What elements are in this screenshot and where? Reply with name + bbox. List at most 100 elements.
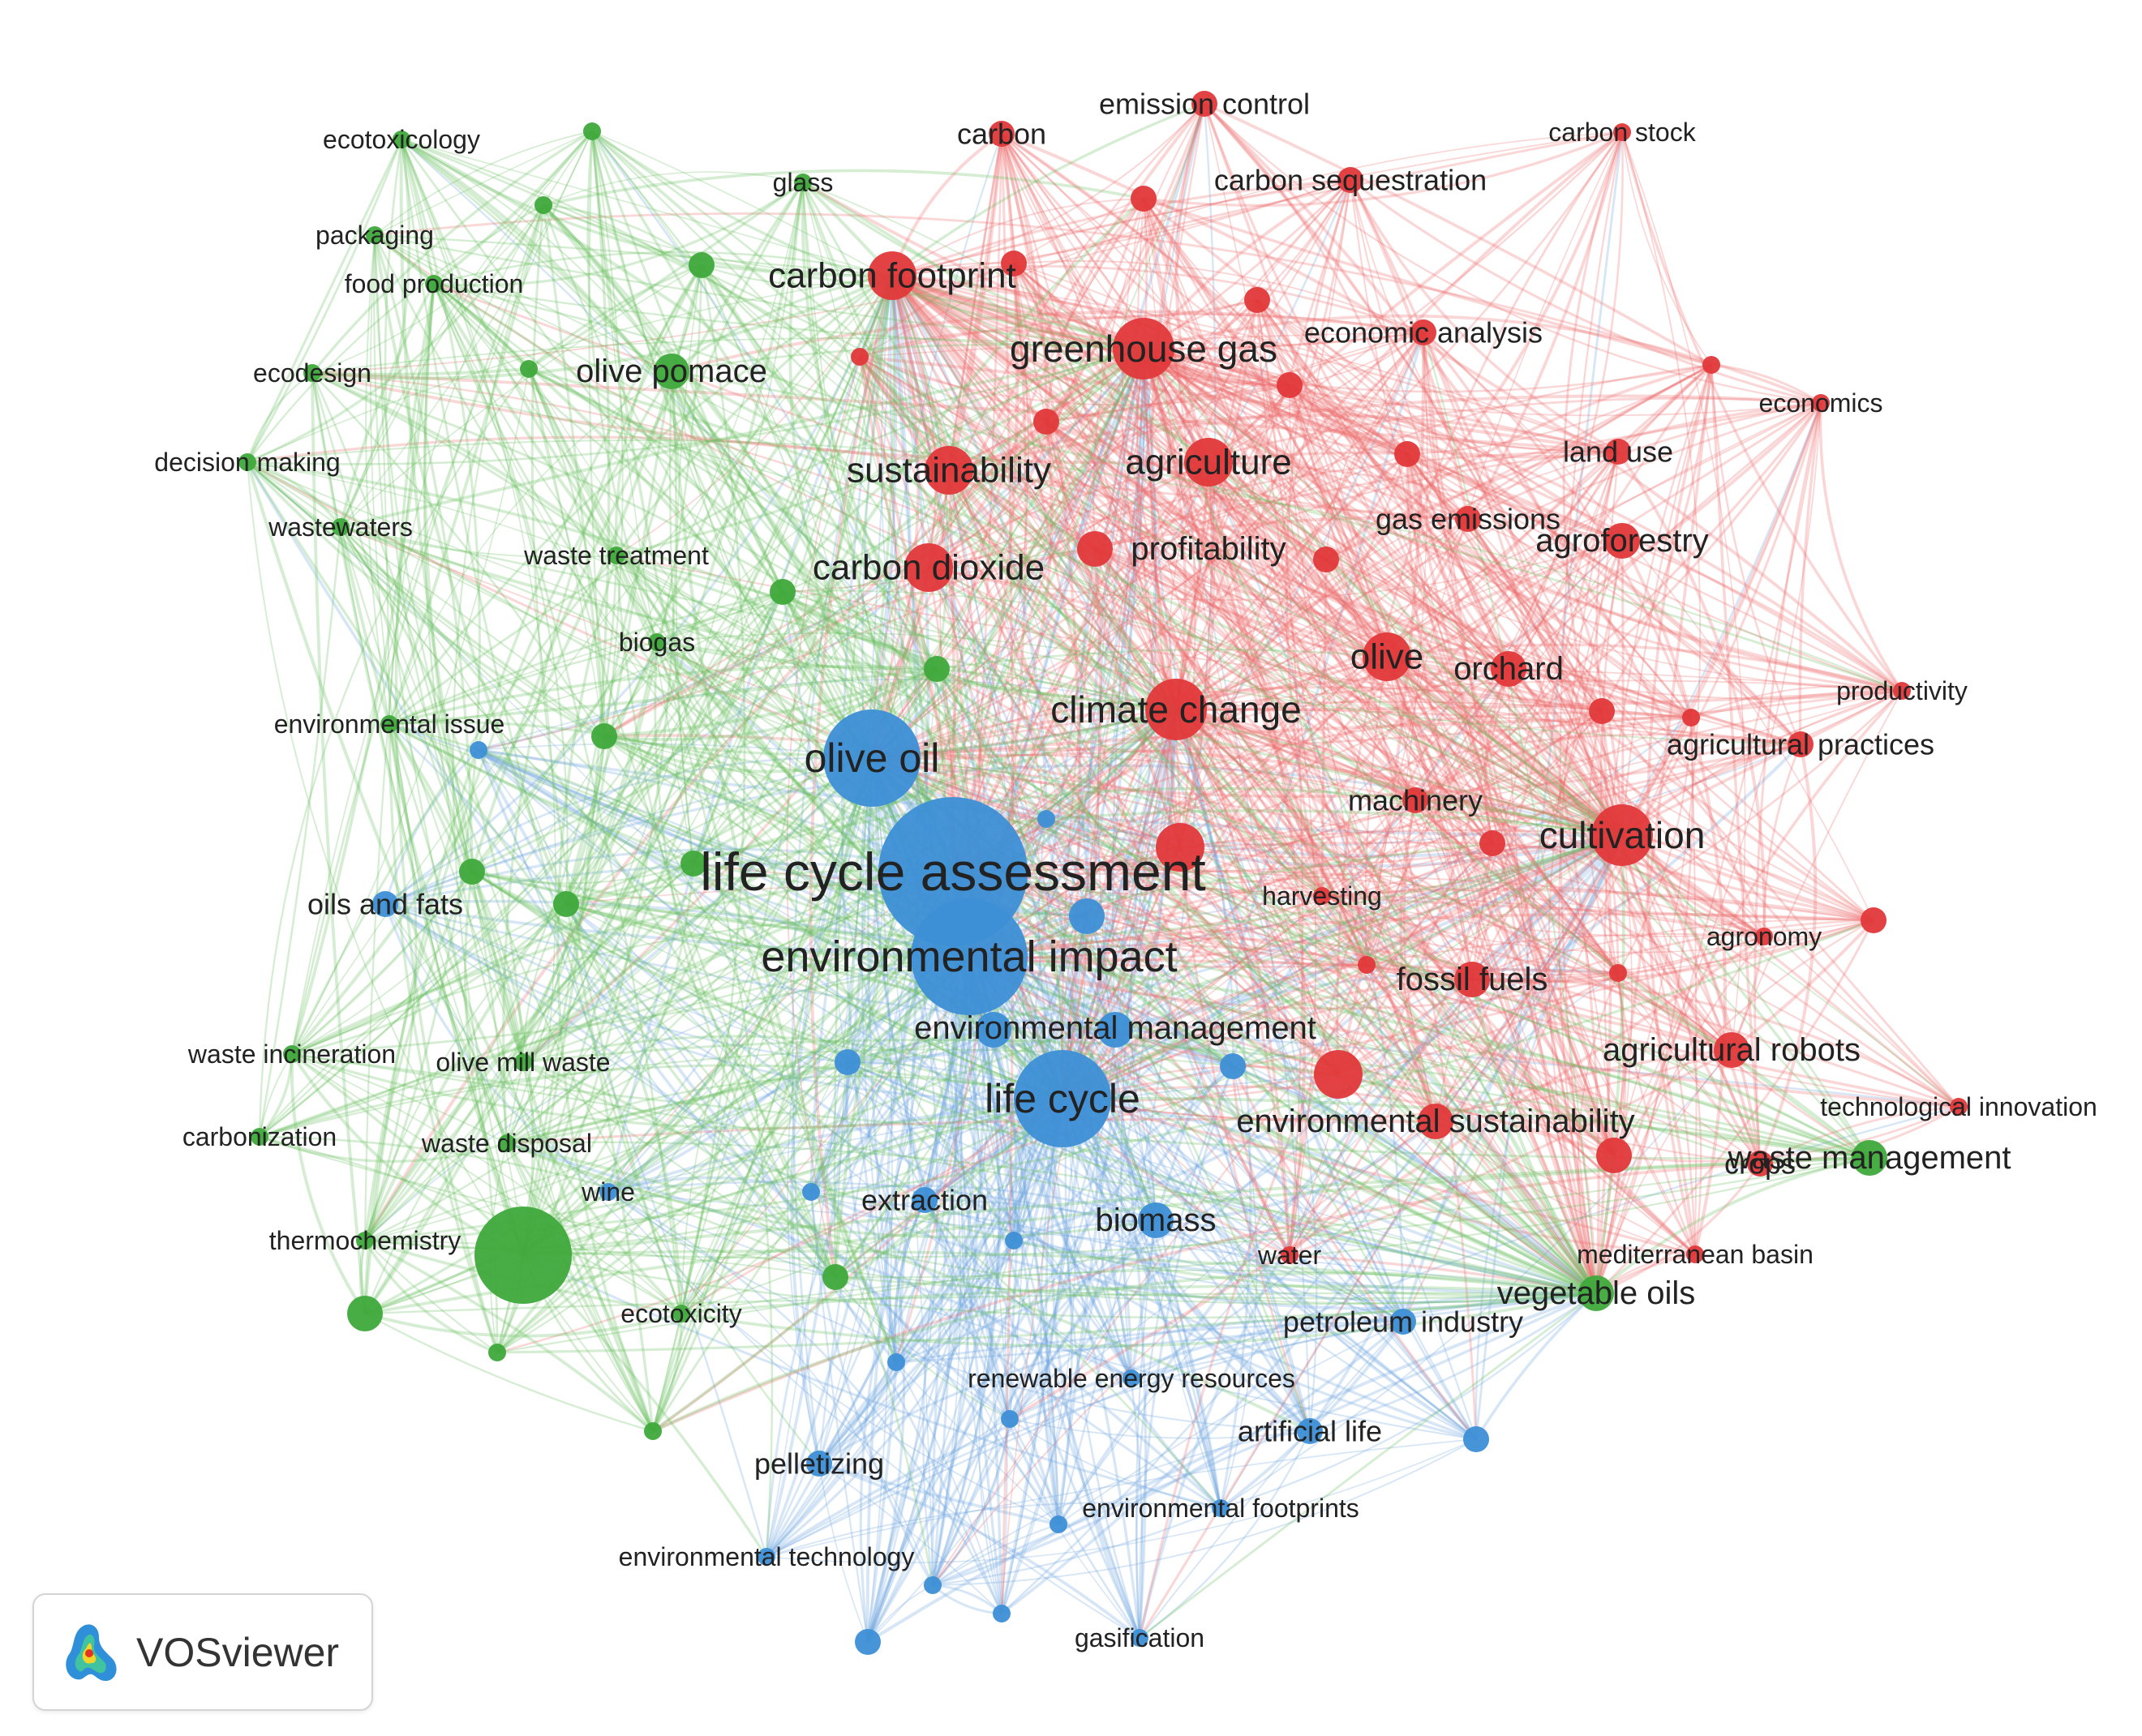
keyword-node[interactable] bbox=[851, 348, 869, 366]
keyword-node[interactable] bbox=[1337, 167, 1363, 193]
keyword-node[interactable] bbox=[794, 174, 812, 191]
keyword-node[interactable] bbox=[1702, 356, 1720, 374]
keyword-node[interactable] bbox=[1220, 1053, 1246, 1079]
keyword-node[interactable] bbox=[599, 1183, 617, 1201]
keyword-node[interactable] bbox=[1244, 287, 1270, 313]
keyword-node[interactable] bbox=[1191, 91, 1217, 117]
keyword-node[interactable] bbox=[459, 859, 485, 885]
keyword-node[interactable] bbox=[1277, 372, 1303, 398]
keyword-node[interactable] bbox=[1123, 1370, 1140, 1387]
keyword-node[interactable] bbox=[1113, 318, 1174, 379]
keyword-node[interactable] bbox=[887, 1353, 905, 1371]
keyword-node[interactable] bbox=[924, 1576, 942, 1594]
keyword-node[interactable] bbox=[1463, 1426, 1489, 1452]
keyword-node[interactable] bbox=[1131, 186, 1157, 212]
keyword-node[interactable] bbox=[347, 1296, 383, 1331]
keyword-node[interactable] bbox=[1479, 830, 1505, 856]
keyword-node[interactable] bbox=[1184, 438, 1233, 487]
keyword-node[interactable] bbox=[1418, 1104, 1453, 1139]
keyword-node[interactable] bbox=[989, 121, 1015, 147]
keyword-node[interactable] bbox=[366, 226, 384, 244]
keyword-node[interactable] bbox=[1077, 531, 1113, 567]
keyword-node[interactable] bbox=[1313, 547, 1339, 572]
keyword-node[interactable] bbox=[993, 1605, 1011, 1622]
keyword-node[interactable] bbox=[1394, 441, 1420, 467]
keyword-node[interactable] bbox=[1033, 409, 1059, 435]
keyword-node[interactable] bbox=[1613, 123, 1631, 141]
keyword-node[interactable] bbox=[1358, 956, 1376, 974]
keyword-node[interactable] bbox=[474, 1207, 572, 1304]
keyword-node[interactable] bbox=[806, 1451, 832, 1477]
keyword-node[interactable] bbox=[1050, 1515, 1067, 1533]
keyword-node[interactable] bbox=[514, 1053, 532, 1071]
keyword-node[interactable] bbox=[823, 709, 921, 807]
keyword-node[interactable] bbox=[1454, 962, 1490, 997]
keyword-node[interactable] bbox=[534, 196, 552, 214]
keyword-node[interactable] bbox=[868, 251, 916, 300]
keyword-node[interactable] bbox=[1363, 632, 1411, 681]
keyword-node[interactable] bbox=[1455, 506, 1481, 532]
keyword-node[interactable] bbox=[689, 252, 715, 278]
keyword-node[interactable] bbox=[1145, 679, 1207, 740]
keyword-node[interactable] bbox=[1001, 251, 1027, 276]
keyword-node[interactable] bbox=[654, 354, 689, 389]
keyword-node[interactable] bbox=[1402, 787, 1428, 813]
keyword-node[interactable] bbox=[1714, 1032, 1749, 1068]
keyword-node[interactable] bbox=[607, 547, 625, 564]
keyword-node[interactable] bbox=[1212, 1499, 1230, 1517]
keyword-node[interactable] bbox=[356, 1232, 374, 1249]
keyword-node[interactable] bbox=[1596, 1138, 1632, 1173]
keyword-node[interactable] bbox=[672, 1305, 690, 1322]
keyword-node[interactable] bbox=[644, 1422, 662, 1440]
keyword-node[interactable] bbox=[802, 1183, 820, 1201]
keyword-node[interactable] bbox=[1950, 1098, 1968, 1116]
keyword-node[interactable] bbox=[822, 1264, 848, 1290]
keyword-node[interactable] bbox=[1281, 1246, 1299, 1264]
keyword-node[interactable] bbox=[770, 579, 796, 605]
keyword-node[interactable] bbox=[1410, 319, 1436, 345]
keyword-node[interactable] bbox=[283, 1045, 301, 1063]
keyword-node[interactable] bbox=[1313, 887, 1331, 905]
keyword-node[interactable] bbox=[1314, 1050, 1363, 1099]
keyword-node[interactable] bbox=[1001, 1410, 1019, 1428]
keyword-node[interactable] bbox=[1037, 810, 1055, 828]
keyword-node[interactable] bbox=[1131, 1629, 1148, 1647]
keyword-node[interactable] bbox=[393, 131, 410, 148]
keyword-node[interactable] bbox=[1014, 1050, 1111, 1147]
keyword-node[interactable] bbox=[251, 1128, 268, 1146]
keyword-node[interactable] bbox=[1747, 1151, 1773, 1177]
keyword-node[interactable] bbox=[1609, 964, 1627, 982]
keyword-node[interactable] bbox=[1852, 1140, 1887, 1176]
keyword-node[interactable] bbox=[332, 518, 350, 536]
keyword-node[interactable] bbox=[855, 1629, 881, 1655]
keyword-node[interactable] bbox=[553, 891, 579, 917]
keyword-node[interactable] bbox=[835, 1049, 861, 1075]
keyword-node[interactable] bbox=[1005, 1232, 1023, 1249]
keyword-node[interactable] bbox=[758, 1548, 775, 1566]
keyword-node[interactable] bbox=[520, 360, 538, 378]
keyword-node[interactable] bbox=[924, 656, 950, 682]
keyword-node[interactable] bbox=[1297, 1418, 1323, 1444]
keyword-node[interactable] bbox=[1589, 698, 1615, 724]
keyword-node[interactable] bbox=[1097, 1012, 1133, 1048]
keyword-node[interactable] bbox=[648, 633, 666, 651]
keyword-node[interactable] bbox=[1138, 1202, 1174, 1238]
keyword-node[interactable] bbox=[372, 891, 398, 917]
keyword-node[interactable] bbox=[925, 446, 973, 495]
keyword-node[interactable] bbox=[911, 898, 1028, 1015]
keyword-node[interactable] bbox=[1069, 898, 1105, 934]
keyword-node[interactable] bbox=[1812, 394, 1830, 412]
keyword-node[interactable] bbox=[680, 851, 706, 877]
keyword-node[interactable] bbox=[1861, 907, 1887, 933]
keyword-node[interactable] bbox=[303, 364, 321, 382]
keyword-node[interactable] bbox=[238, 453, 256, 471]
keyword-node[interactable] bbox=[1604, 523, 1640, 559]
keyword-node[interactable] bbox=[425, 275, 443, 293]
keyword-node[interactable] bbox=[912, 1187, 938, 1213]
keyword-node[interactable] bbox=[904, 543, 953, 592]
keyword-node[interactable] bbox=[1755, 928, 1773, 945]
keyword-node[interactable] bbox=[380, 715, 398, 733]
keyword-node[interactable] bbox=[1491, 651, 1526, 687]
keyword-node[interactable] bbox=[498, 1134, 516, 1152]
keyword-node[interactable] bbox=[1591, 804, 1653, 866]
